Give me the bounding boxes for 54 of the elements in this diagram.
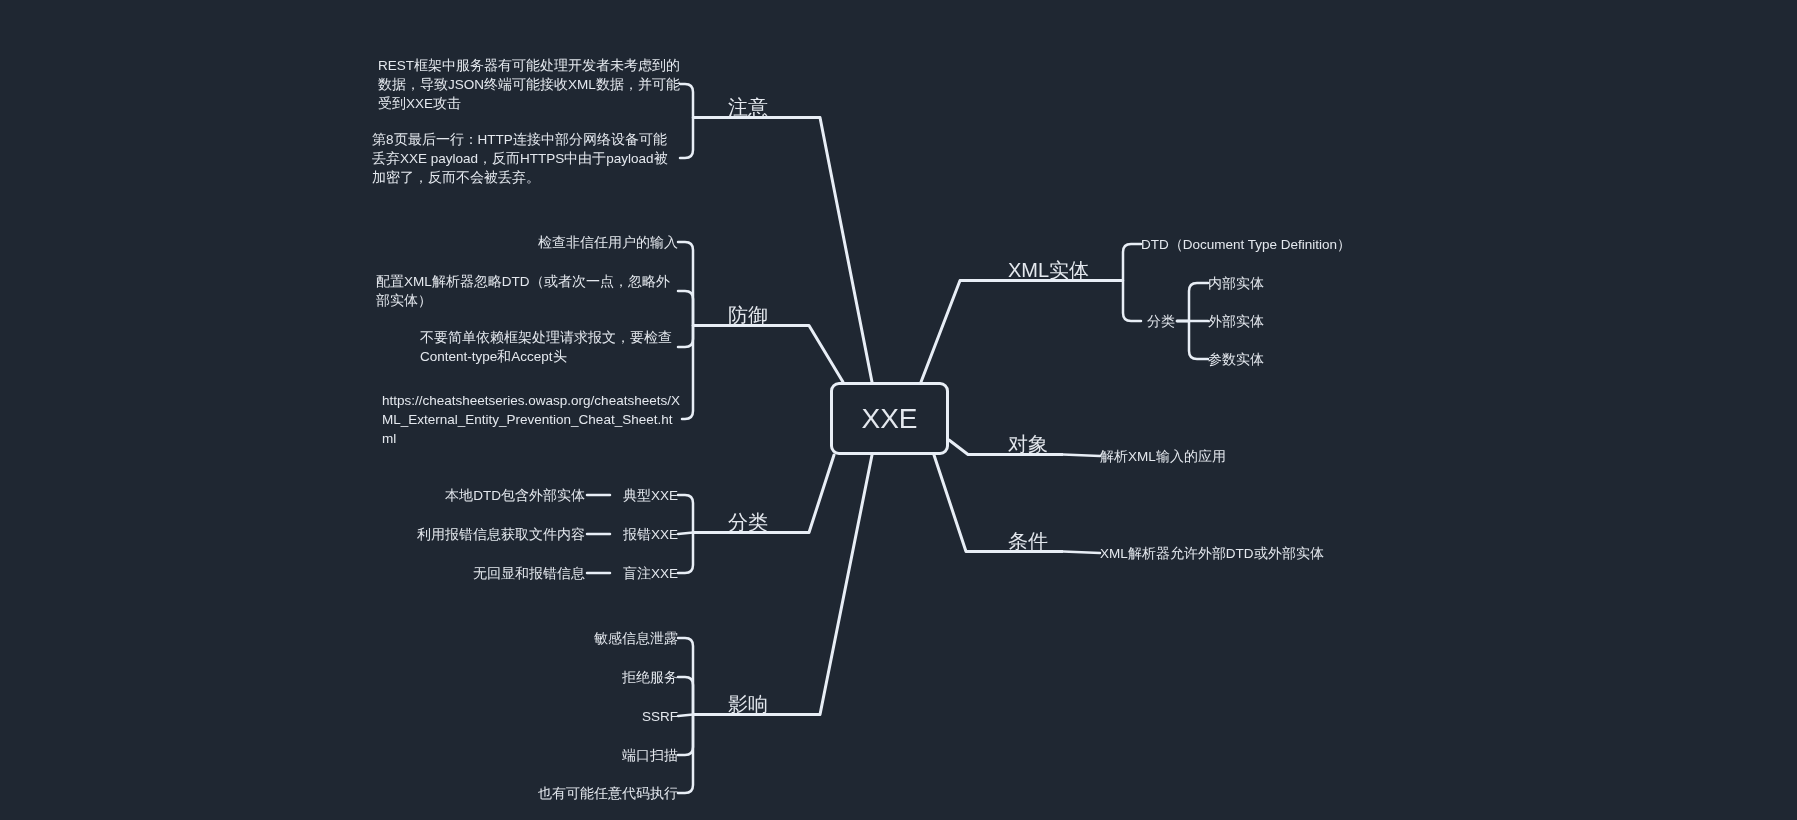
branch-line <box>676 675 695 716</box>
branch-label: 防御 <box>693 302 809 327</box>
leaf-text: 敏感信息泄露 <box>548 628 678 648</box>
branch-label: 条件 <box>966 528 1063 553</box>
leaf-text: 本地DTD包含外部实体 <box>405 485 585 505</box>
branch-line <box>818 453 874 716</box>
leaf-text: XML解析器允许外部DTD或外部实体 <box>1100 543 1350 563</box>
leaf-text: 配置XML解析器忽略DTD（或者次一点，忽略外部实体） <box>376 271 678 311</box>
leaf-text: 外部实体 <box>1208 311 1278 331</box>
leaf-text: https://cheatsheetseries.owasp.org/cheatsheets/XML_External_Entity_Prevention_Cheat_Sheet.html <box>382 390 682 448</box>
leaf-text: 不要简单依赖框架处理请求报文，要检查Content-type和Accept头 <box>420 327 678 367</box>
branch-label: XML实体 <box>960 257 1123 282</box>
branch-line <box>585 532 612 536</box>
branch-line <box>676 713 695 795</box>
leaf-text: 也有可能任意代码执行 <box>498 783 678 803</box>
branch-line <box>818 116 874 384</box>
subtopic-text: 报错XXE <box>614 524 678 544</box>
branch-line <box>1061 550 1102 555</box>
branch-line <box>585 571 612 575</box>
branch-line <box>1175 319 1210 361</box>
branch-line <box>1061 453 1102 458</box>
leaf-text: 第8页最后一行：HTTP连接中部分网络设备可能丢弃XXE payload，反而HTTPS中由于payload被加密了，反而不会被丢弃。 <box>372 129 680 187</box>
subtopic-text: 盲注XXE <box>614 563 678 583</box>
leaf-text: 利用报错信息获取文件内容 <box>370 524 585 544</box>
branch-line <box>678 82 695 119</box>
branch-label: 影响 <box>693 691 820 716</box>
branch-label: 分类 <box>693 509 809 534</box>
branch-label: 注意 <box>693 94 820 119</box>
branch-line <box>676 531 695 536</box>
branch-line <box>1121 279 1143 323</box>
leaf-text: 内部实体 <box>1208 273 1278 293</box>
leaf-text: 检查非信任用户的输入 <box>470 232 678 252</box>
branch-line <box>932 453 968 553</box>
central-topic-box: XXE <box>830 382 949 455</box>
leaf-text: 参数实体 <box>1208 349 1278 369</box>
branch-line <box>676 289 695 327</box>
branch-line <box>919 279 962 384</box>
leaf-text: 无回显和报错信息 <box>425 563 585 583</box>
leaf-text: DTD（Document Type Definition） <box>1141 234 1391 254</box>
leaf-text: 解析XML输入的应用 <box>1100 446 1250 466</box>
branch-label: 对象 <box>968 431 1063 456</box>
branch-line <box>947 438 970 456</box>
branch-line <box>807 324 845 384</box>
subtopic-text: 典型XXE <box>614 485 678 505</box>
branch-line <box>676 713 695 718</box>
leaf-text: REST框架中服务器有可能处理开发者未考虑到的数据，导致JSON终端可能接收XML数据，并可能受到XXE攻击 <box>378 55 680 113</box>
leaf-text: 拒绝服务 <box>548 667 678 687</box>
leaf-text: 端口扫描 <box>548 745 678 765</box>
branch-line <box>807 453 836 534</box>
branch-line <box>585 493 612 497</box>
branch-line <box>676 531 695 575</box>
leaf-text: SSRF <box>548 706 678 726</box>
branch-line <box>676 493 695 534</box>
subtopic-text: 分类 <box>1141 311 1175 331</box>
